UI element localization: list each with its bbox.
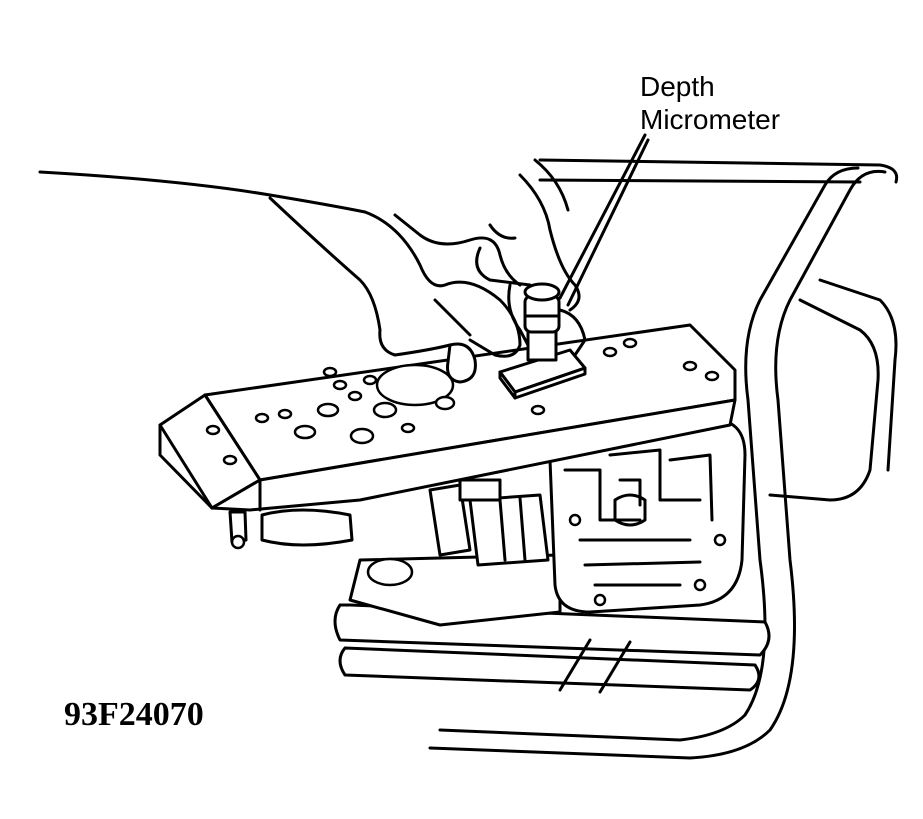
callout-label: Depth Micrometer <box>640 70 780 136</box>
callout-line-1: Depth <box>640 71 715 102</box>
depth-micrometer <box>498 282 587 400</box>
top-plate <box>158 323 737 512</box>
figure-code: 93F24070 <box>64 696 204 733</box>
callout-leader-line <box>558 133 647 300</box>
callout-leader-line-2 <box>566 138 650 307</box>
valve-body <box>228 418 747 627</box>
callout-line-2: Micrometer <box>640 104 781 135</box>
left-hand-arm <box>38 170 522 384</box>
